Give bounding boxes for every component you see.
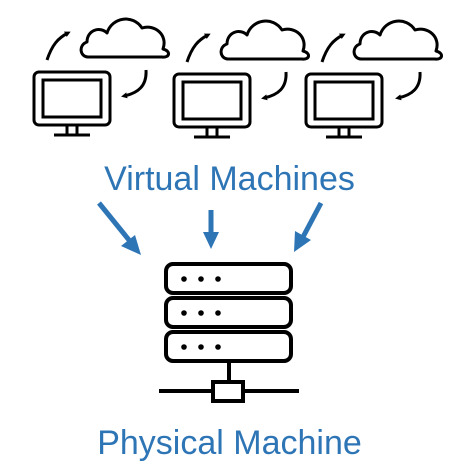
arrow-left-connector — [97, 201, 141, 255]
cloud-icon — [79, 17, 170, 59]
cycle-arrow-icon — [320, 33, 346, 63]
server-icon — [164, 262, 293, 363]
arrow-right-connector — [294, 201, 324, 252]
monitor-icon — [172, 72, 252, 139]
physical-machine-label: Physical Machine — [97, 424, 362, 462]
cloud-icon — [352, 19, 443, 61]
arrow-center-connector — [203, 210, 219, 249]
cloud-icon — [219, 19, 310, 61]
monitor-icon — [32, 70, 112, 137]
network-icon — [159, 361, 299, 403]
cycle-arrow-icon — [395, 71, 422, 101]
connector-arrows — [97, 201, 324, 255]
virtual-machines-label: Virtual Machines — [104, 160, 355, 198]
vm-unit-3 — [304, 19, 443, 139]
vm-unit-1 — [32, 17, 170, 137]
cycle-arrow-icon — [45, 31, 71, 61]
cycle-arrow-icon — [261, 71, 288, 101]
cycle-arrow-icon — [121, 69, 148, 99]
monitor-icon — [304, 72, 384, 139]
vm-unit-2 — [172, 19, 310, 139]
cycle-arrow-icon — [185, 33, 211, 63]
